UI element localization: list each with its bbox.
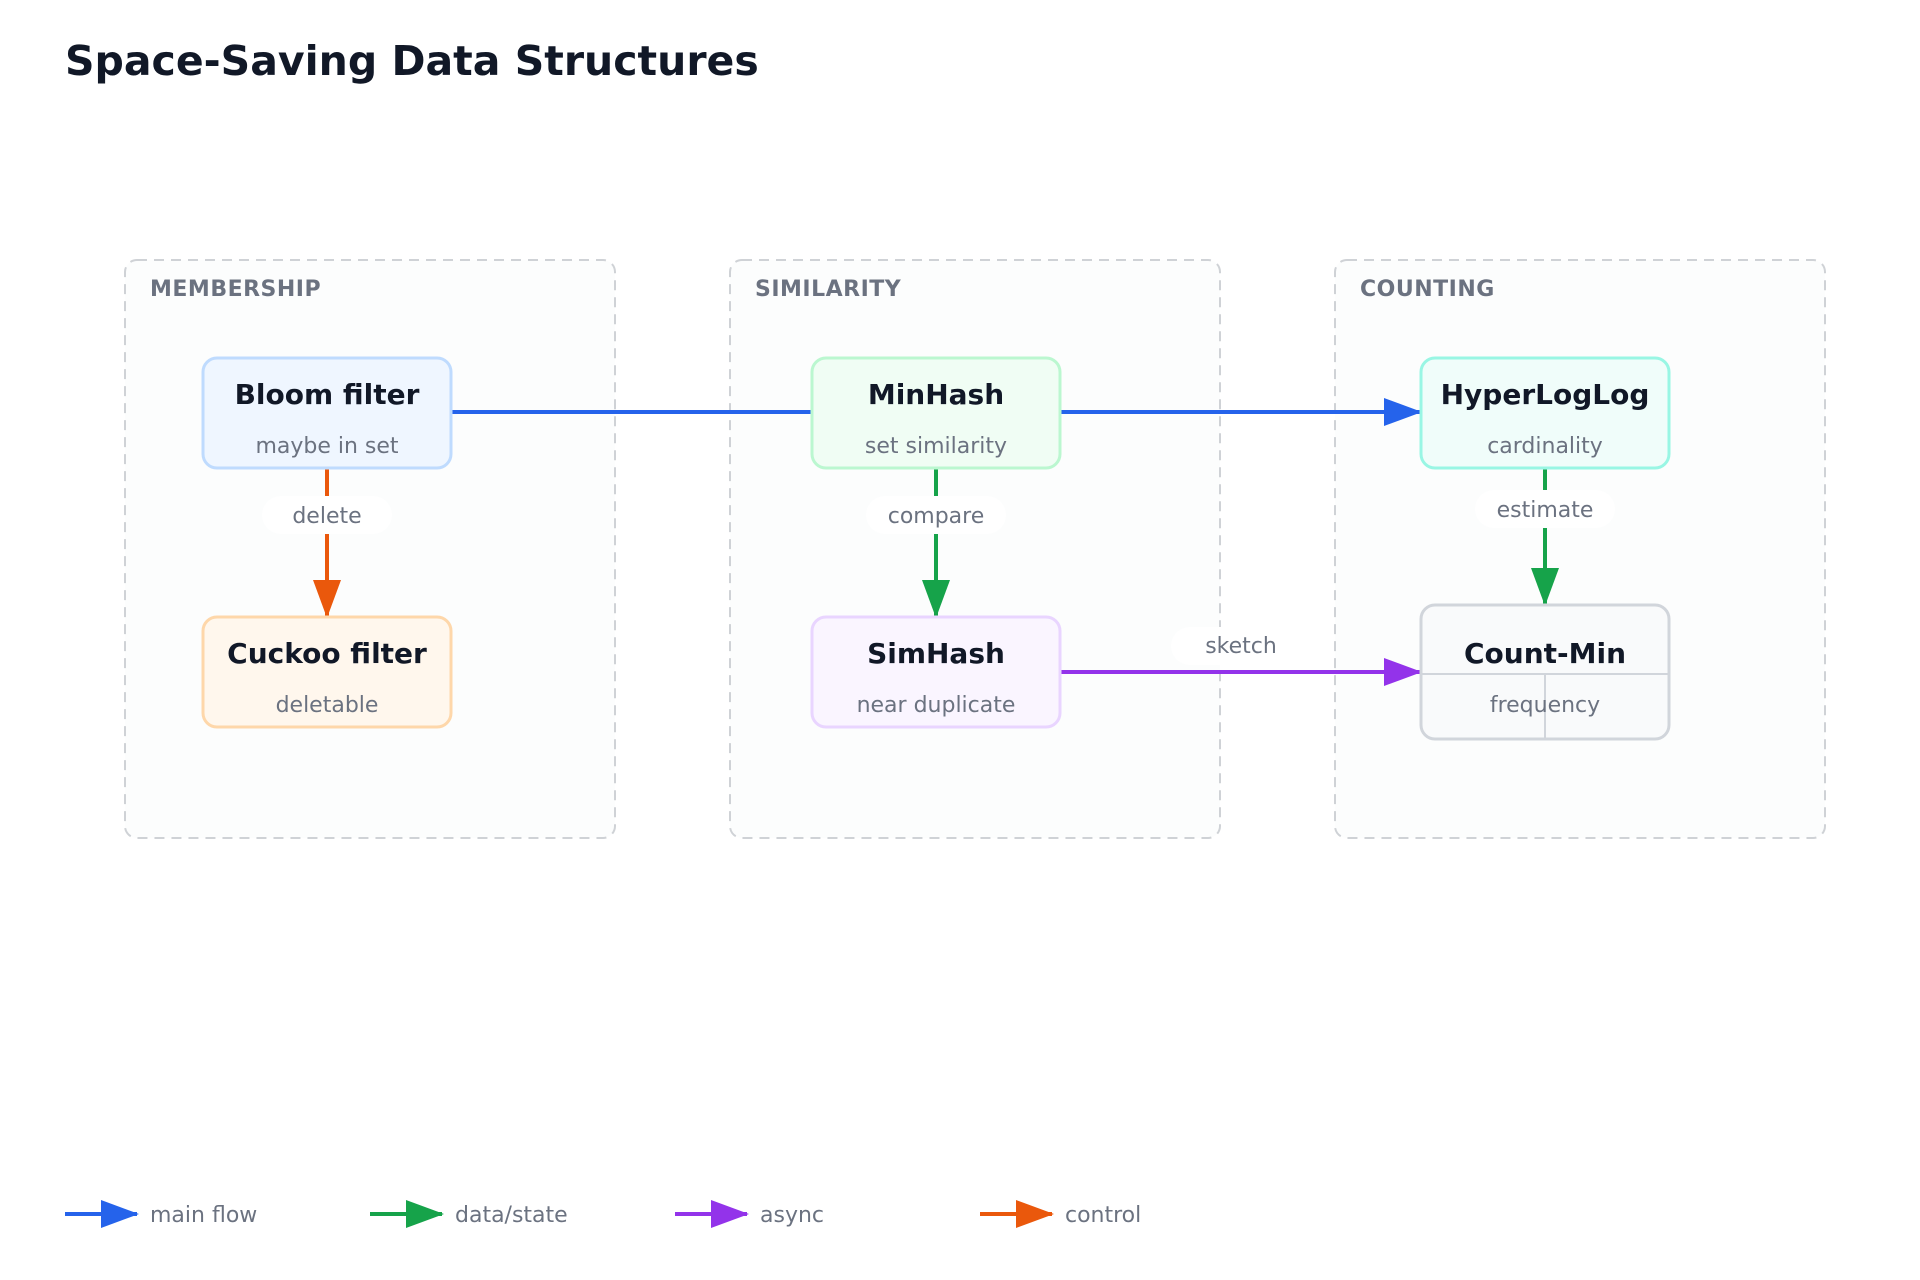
legend-item-control: control [980,1200,1141,1228]
legend-label-control: control [1065,1203,1141,1228]
node-title-minhash: MinHash [868,378,1004,411]
edge-minhash-simhash: compare [866,468,1006,618]
node-cuckoo-filter[interactable]: Cuckoo filter deletable [201,615,453,729]
edge-hyperloglog-countmin: estimate [1475,468,1615,606]
node-title-hyperloglog: HyperLogLog [1441,378,1650,411]
node-hyperloglog[interactable]: HyperLogLog cardinality [1419,356,1671,470]
group-label-counting: COUNTING [1360,277,1495,302]
node-bloom-filter[interactable]: Bloom filter maybe in set [201,356,453,470]
group-membership: MEMBERSHIP [124,259,616,839]
edge-label-sketch: sketch [1205,634,1277,659]
edge-label-delete: delete [292,504,361,529]
legend-label-main-flow: main flow [150,1203,257,1228]
node-count-min[interactable]: Count-Min frequency [1419,603,1671,741]
legend-item-main-flow: main flow [65,1200,257,1228]
legend-label-data-state: data/state [455,1203,568,1228]
node-title-count-min: Count-Min [1464,637,1626,670]
page-title: Space-Saving Data Structures [65,37,759,85]
node-subtitle-cuckoo: deletable [276,693,379,718]
group-label-similarity: SIMILARITY [755,277,902,302]
legend-item-async: async [675,1200,824,1228]
edge-label-compare: compare [888,504,985,529]
node-subtitle-hyperloglog: cardinality [1487,434,1603,459]
node-title-simhash: SimHash [867,637,1005,670]
node-simhash[interactable]: SimHash near duplicate [810,615,1062,729]
node-title-bloom: Bloom filter [235,378,420,411]
edge-simhash-countmin: sketch [1060,627,1422,686]
node-title-cuckoo: Cuckoo filter [227,637,427,670]
node-subtitle-simhash: near duplicate [857,693,1016,718]
legend-item-data-state: data/state [370,1200,568,1228]
node-subtitle-bloom: maybe in set [255,434,398,459]
group-similarity: SIMILARITY [729,259,1221,839]
node-subtitle-count-min: frequency [1490,693,1600,718]
node-minhash[interactable]: MinHash set similarity [810,356,1062,470]
edge-label-estimate: estimate [1497,498,1594,523]
legend-label-async: async [760,1203,824,1228]
legend: main flow data/state async control [65,1200,1141,1228]
node-subtitle-minhash: set similarity [865,434,1007,459]
edge-bloom-cuckoo: delete [262,468,392,618]
group-label-membership: MEMBERSHIP [150,277,321,302]
group-counting: COUNTING [1334,259,1826,839]
